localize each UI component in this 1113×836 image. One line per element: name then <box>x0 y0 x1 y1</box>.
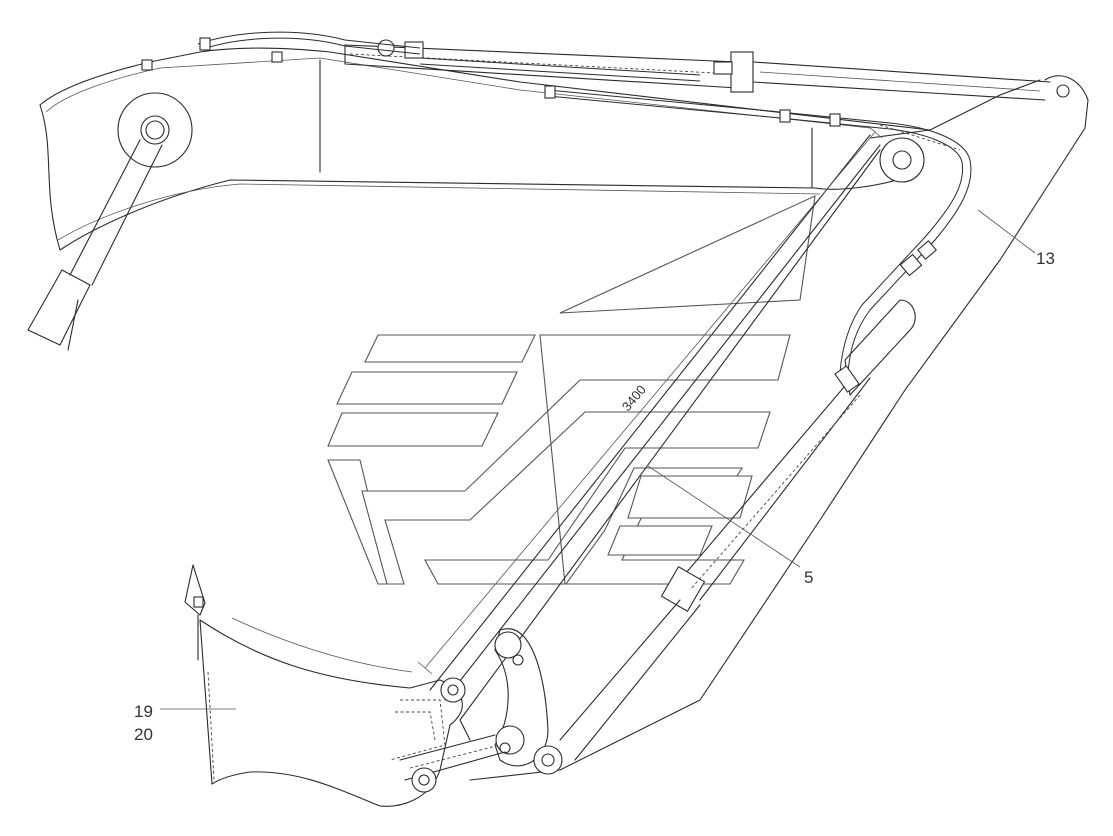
label-19: 19 <box>134 702 153 721</box>
label-20: 20 <box>134 725 153 744</box>
watermark-logo <box>327 195 816 585</box>
bucket-linkage <box>399 628 563 781</box>
callouts: 13 5 19 20 <box>134 209 1055 744</box>
dimension-value: 3400 <box>619 382 649 414</box>
arm-cylinder <box>344 39 1051 101</box>
label-13: 13 <box>1036 249 1055 268</box>
bucket <box>184 564 466 807</box>
stick-arm <box>429 75 1089 781</box>
hydraulic-hose <box>141 31 972 393</box>
bucket-cylinder <box>559 299 916 761</box>
boom-cylinder <box>27 92 193 351</box>
label-5: 5 <box>804 568 813 587</box>
